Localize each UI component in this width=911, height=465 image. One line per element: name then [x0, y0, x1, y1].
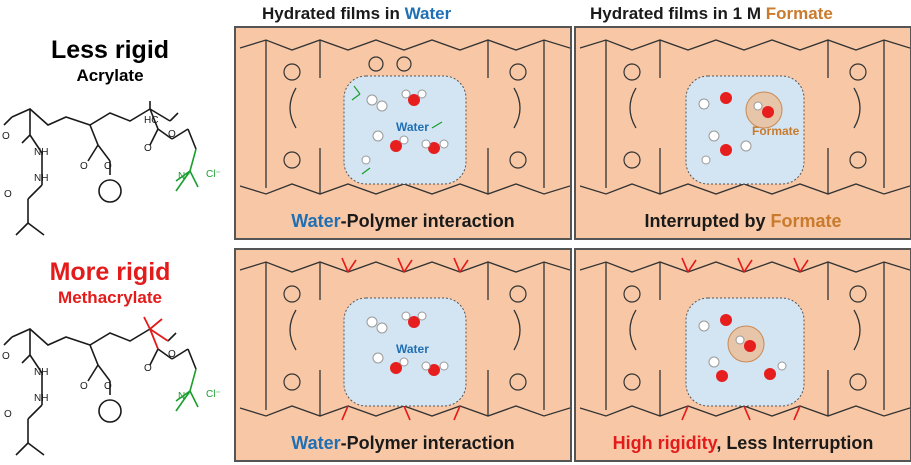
acrylate-nh-label-2: NH — [34, 173, 48, 184]
water-molecules — [366, 311, 449, 376]
water-label: Water — [396, 120, 429, 134]
methacrylate-o-label-4: O — [104, 381, 112, 392]
caption-rigidity-rest: , Less Interruption — [716, 433, 874, 453]
row-subtitle-methacrylate: Methacrylate — [58, 288, 162, 307]
column-title-formate: Hydrated films in 1 M Formate — [590, 4, 833, 24]
column-title-water: Hydrated films in Water — [262, 4, 451, 24]
acrylate-o-label-5: O — [144, 143, 152, 154]
water-label: Water — [396, 342, 429, 356]
acrylate-o-label-6: O — [168, 129, 176, 140]
column-title-formate-highlight: Formate — [765, 4, 833, 23]
acrylate-o-label-2: O — [4, 189, 12, 200]
water-molecules — [698, 314, 787, 382]
methacrylate-o-label-5: O — [144, 363, 152, 374]
methacrylate-cl-minus-label: Cl⁻ — [206, 389, 221, 400]
row-title-acrylate: Less rigid Acrylate — [0, 36, 220, 86]
panel-acrylate-water: Water Water-Polymer interaction — [234, 26, 572, 240]
acrylate-o-label-4: O — [104, 161, 112, 172]
acrylate-hc-label: HC — [144, 115, 158, 126]
caption-water-rest: -Polymer interaction — [340, 433, 515, 453]
methacrylate-structure-diagram: O NH NH O O O O O N⁺ Cl⁻ — [2, 316, 221, 456]
methacrylate-o-label-2: O — [4, 409, 12, 420]
caption-water-highlight: Water — [291, 433, 341, 453]
water-molecules — [361, 89, 449, 165]
caption-rigidity-highlight: High rigidity — [612, 433, 717, 453]
panel-methacrylate-water: Water Water-Polymer interaction — [234, 248, 572, 462]
polymer-network — [239, 257, 570, 421]
row-title-more-rigid: More rigid — [49, 258, 171, 286]
row-title-methacrylate: More rigid Methacrylate — [0, 258, 220, 308]
methacrylate-o-label-6: O — [168, 349, 176, 360]
caption-interrupted: Interrupted by Formate — [576, 211, 910, 232]
row-subtitle-acrylate: Acrylate — [76, 66, 144, 85]
acrylate-n-plus-label: N⁺ — [178, 171, 191, 182]
acrylate-nh-label-1: NH — [34, 147, 48, 158]
caption-water-polymer-bottom: Water-Polymer interaction — [236, 433, 570, 454]
acrylate-o-label-1: O — [2, 131, 10, 142]
methacrylate-nh-label-2: NH — [34, 393, 48, 404]
polymer-network — [579, 257, 910, 421]
acrylate-structure-diagram: O NH NH O O O HC O O N⁺ Cl⁻ — [2, 101, 221, 236]
caption-interrupted-prefix: Interrupted by — [644, 211, 771, 231]
column-title-water-highlight: Water — [404, 4, 452, 23]
caption-high-rigidity: High rigidity, Less Interruption — [576, 433, 910, 454]
methacrylate-n-plus-label: N⁺ — [178, 391, 191, 402]
panel-methacrylate-formate: High rigidity, Less Interruption — [574, 248, 911, 462]
row-title-less-rigid: Less rigid — [50, 36, 170, 64]
methacrylate-nh-label-1: NH — [34, 367, 48, 378]
formate-label: Formate — [752, 124, 800, 138]
caption-interrupted-highlight: Formate — [770, 211, 842, 231]
polymer-network — [239, 39, 570, 195]
caption-water-highlight: Water — [291, 211, 341, 231]
polymer-network — [579, 39, 910, 195]
water-molecules — [698, 92, 774, 165]
panel-acrylate-formate: Formate Interrupted by Formate — [574, 26, 911, 240]
methacrylate-o-label-3: O — [80, 381, 88, 392]
methacrylate-o-label-1: O — [2, 351, 10, 362]
column-title-formate-prefix: Hydrated films in 1 M — [590, 4, 766, 23]
caption-water-polymer-top: Water-Polymer interaction — [236, 211, 570, 232]
acrylate-o-label-3: O — [80, 161, 88, 172]
acrylate-cl-minus-label: Cl⁻ — [206, 169, 221, 180]
column-title-water-prefix: Hydrated films in — [262, 4, 405, 23]
caption-water-rest: -Polymer interaction — [340, 211, 515, 231]
